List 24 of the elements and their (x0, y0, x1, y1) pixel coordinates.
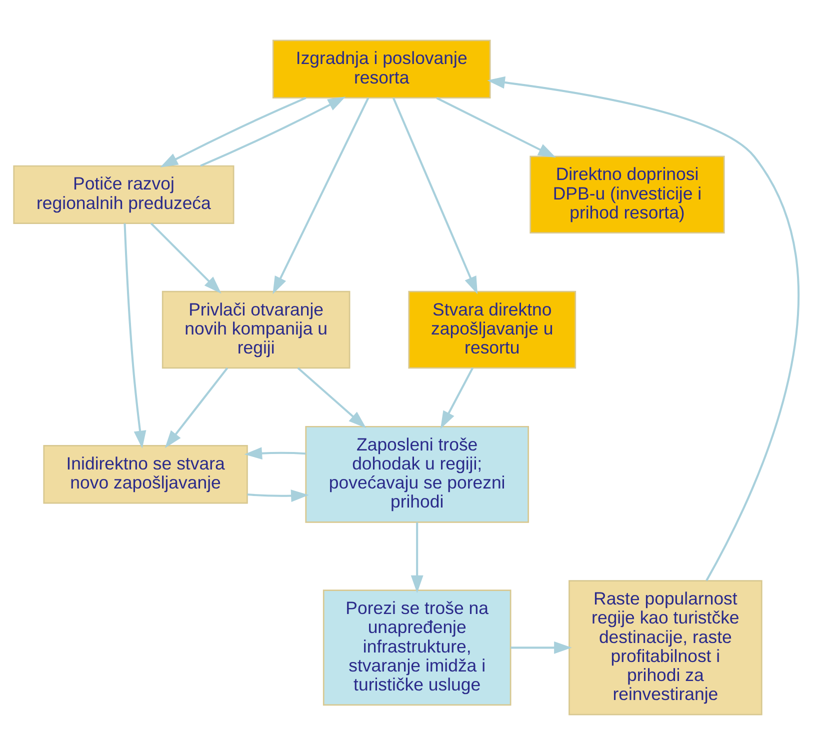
arrow (247, 490, 309, 502)
arrow (200, 96, 346, 167)
node-box: Porezi se troše na unapređenje infrastrukture, stvaranje imidža i turističke usluge (322, 590, 512, 706)
node-box: Raste popularnost regije kao turistčke destinacije, raste profitabilnost i prihodi za reinvestiranje (568, 580, 762, 716)
arrow (164, 367, 228, 448)
arrow (510, 641, 572, 654)
node-box: Potiče razvoj regionalnih preduzeća (13, 165, 234, 224)
arrow (124, 223, 146, 448)
arrow (272, 98, 370, 294)
arrow (392, 98, 478, 294)
arrow (160, 96, 306, 168)
arrow (244, 447, 306, 460)
arrow (297, 367, 366, 428)
arrow (410, 522, 424, 594)
node-box: Stvara direktno zapošljavanje u resortu (408, 290, 576, 369)
arrow (436, 97, 556, 158)
node-box: Privlači otvaranje novih kompanija u regiji (162, 290, 350, 369)
node-box: Inidirektno se stvara novo zapošljavanje (43, 445, 248, 504)
node-box: Direktno doprinosi DPB-u (investicije i prihod resorta) (530, 156, 725, 234)
node-box: Zaposleni troše dohodak u regiji; povećavaju se porezni prihodi (305, 426, 529, 523)
arrow (487, 76, 800, 582)
arrow (150, 222, 222, 294)
arrow (440, 368, 474, 429)
node-box: Izgradnja i poslovanje resorta (272, 40, 491, 98)
